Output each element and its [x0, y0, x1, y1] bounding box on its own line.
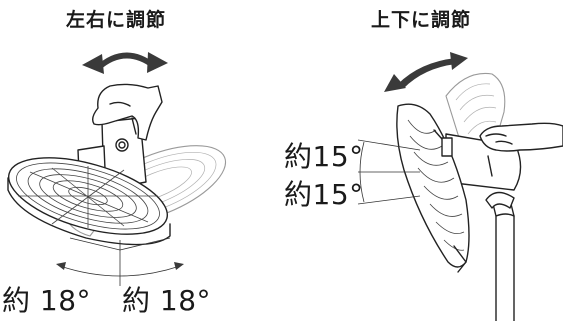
- up-down-fan-illustration: [357, 52, 563, 321]
- up-down-adjustment-panel: 上下に調節 約15° 約15°: [270, 0, 563, 321]
- left-right-adjustment-panel: 左右に調節 約 18° 約 18°: [0, 0, 245, 321]
- left-right-title: 左右に調節: [66, 9, 167, 31]
- up-down-title: 上下に調節: [371, 9, 472, 31]
- stand-pole-icon: [485, 191, 515, 321]
- angle-up-label: 約15°: [284, 140, 364, 173]
- hand-icon: [479, 122, 563, 152]
- fan-guard-side-icon: [396, 103, 470, 273]
- left-right-fan-illustration: [7, 52, 227, 286]
- tilt-arrow-icon: [384, 52, 468, 92]
- angle-indicator-lines: [56, 237, 184, 286]
- angle-right-label: 約 18°: [122, 284, 212, 317]
- hand-icon: [91, 83, 163, 141]
- fan-guard-icon: [7, 157, 171, 246]
- swing-arrow-icon: [82, 52, 168, 74]
- angle-indicator-lines: [357, 139, 421, 205]
- angle-left-label: 約 18°: [2, 284, 92, 317]
- angle-down-label: 約15°: [284, 178, 364, 211]
